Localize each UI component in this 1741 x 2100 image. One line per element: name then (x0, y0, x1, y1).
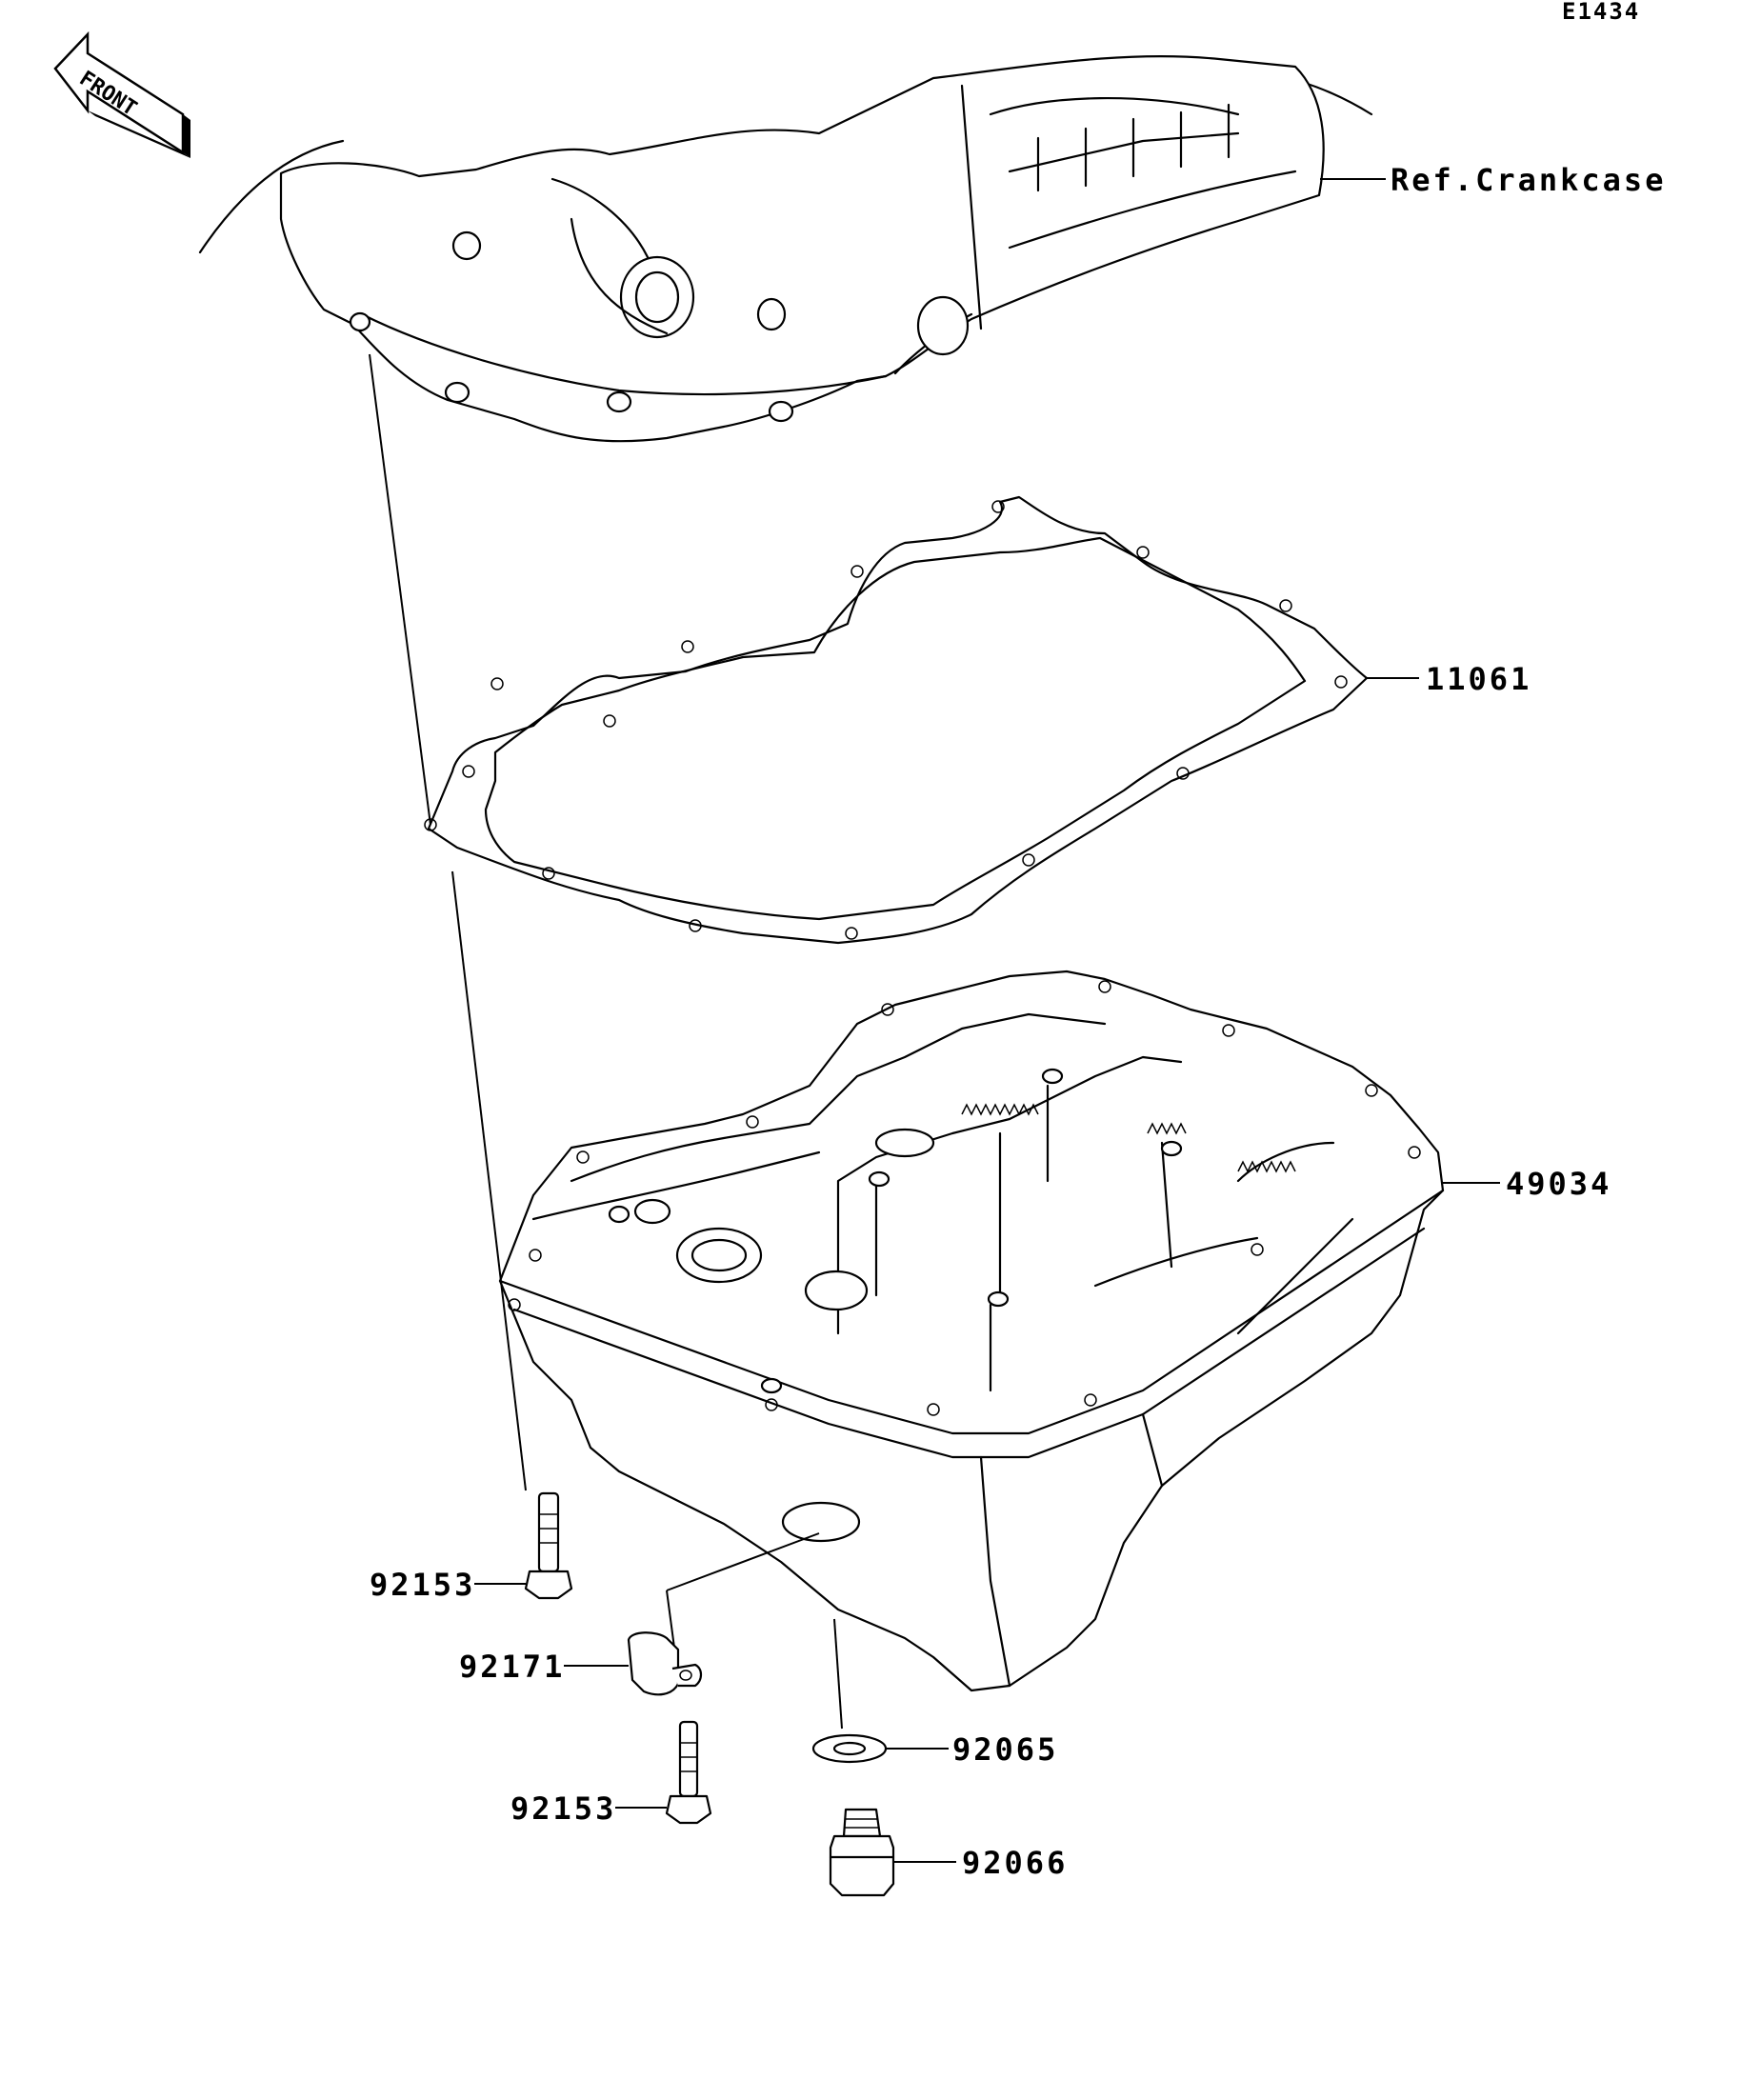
upper-bolt (524, 1491, 573, 1600)
washer (811, 1733, 888, 1764)
alignment-line-gasket-pan (451, 870, 527, 1491)
lower-bolt (665, 1720, 712, 1825)
callout-washer: 92065 (952, 1731, 1058, 1768)
callout-bolt-upper: 92153 (370, 1567, 475, 1603)
callout-clamp: 92171 (459, 1649, 565, 1685)
alignment-line-clamp (666, 1532, 820, 1591)
diagram-code: E1434 (1562, 0, 1640, 25)
drain-plug (829, 1808, 895, 1897)
oil-pan-gasket (424, 495, 1369, 945)
front-arrow-icon: FRONT (53, 30, 190, 158)
callout-bolt-lower: 92153 (510, 1790, 616, 1827)
crankcase-reference (198, 55, 1373, 443)
callout-crankcase-ref: Ref.Crankcase (1391, 162, 1666, 198)
clamp (627, 1631, 703, 1696)
oil-pan (498, 970, 1445, 1692)
alignment-line-drain (833, 1618, 843, 1730)
callout-drain-plug: 92066 (962, 1845, 1068, 1881)
callout-oil-pan: 49034 (1506, 1166, 1611, 1202)
alignment-line-crankcase-gasket (369, 353, 431, 826)
callout-gasket: 11061 (1426, 661, 1531, 697)
